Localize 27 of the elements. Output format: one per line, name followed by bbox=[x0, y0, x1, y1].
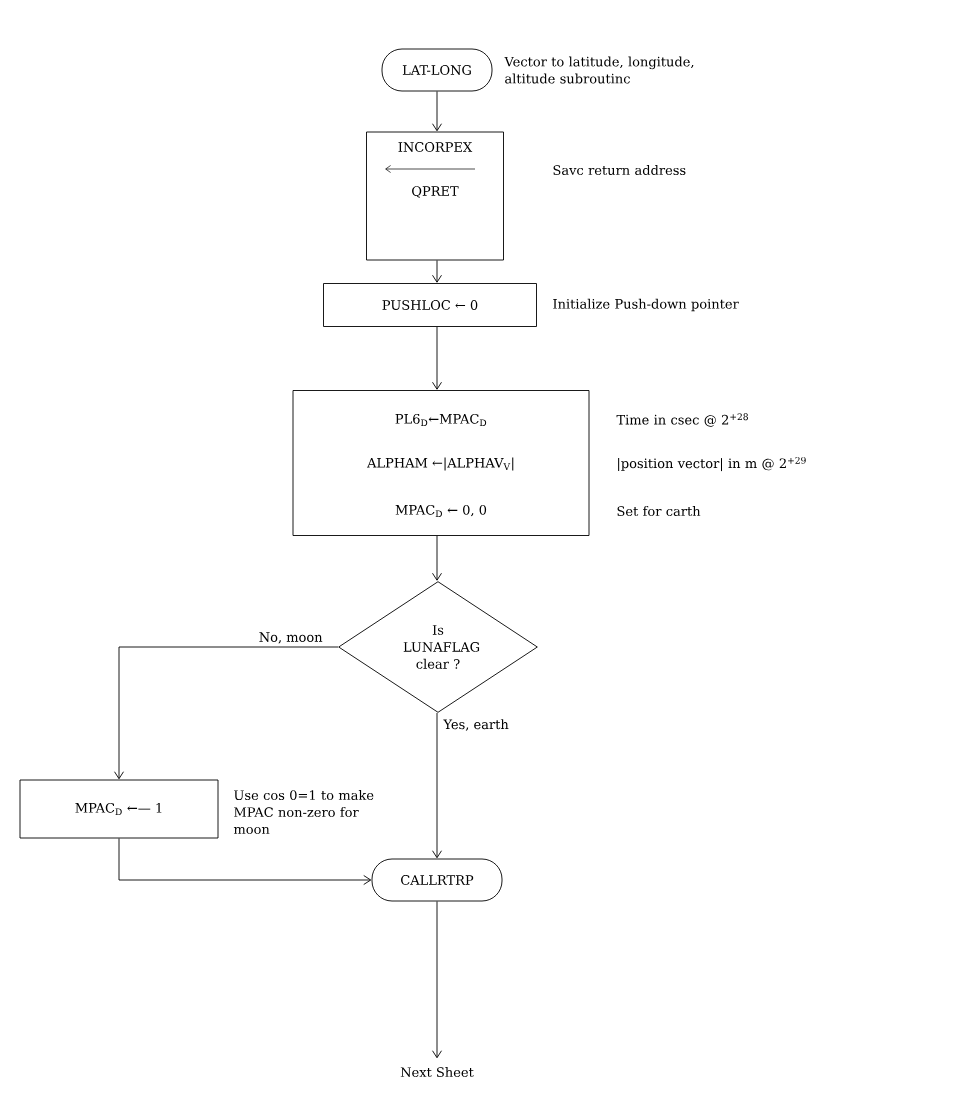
arrow bbox=[432, 712, 442, 859]
process-box: MPAC$_{D}$ ←— 1 bbox=[19, 779, 219, 839]
annotation-text: Savc return address bbox=[553, 164, 686, 176]
annotation-text: Initialize Push-down pointer bbox=[553, 298, 739, 312]
annotation-text: Time in csec @ 2$^{+28}$ bbox=[616, 413, 748, 427]
annotation-text: Set for carth bbox=[617, 505, 701, 517]
annotation-text: Use cos 0=1 to make MPAC non-zero for moon bbox=[233, 790, 374, 835]
process-box: PUSHLOC ← 0 bbox=[323, 283, 537, 327]
box-text: INCORPEX bbox=[398, 142, 473, 152]
arrow bbox=[432, 260, 442, 283]
box-text: PL6$_{D}$←MPAC$_{D}$ bbox=[395, 413, 487, 427]
box-text: ALPHAM ←|ALPHAV$_{V}$| bbox=[367, 457, 514, 471]
arrow bbox=[432, 326, 442, 390]
process-box bbox=[292, 390, 590, 536]
end-text: Next Sheet bbox=[400, 1067, 474, 1078]
arrow bbox=[432, 91, 442, 132]
box-text: MPAC$_{D}$ ← 0, 0 bbox=[395, 504, 487, 518]
annotation-text: Vector to latitude, longitude, altitude subroutinc bbox=[504, 56, 694, 84]
arrow bbox=[432, 901, 442, 1059]
arrow bbox=[114, 646, 339, 780]
box-text: QPRET bbox=[412, 186, 459, 198]
annotation-text: |position vector| in m @ 2$^{+29}$ bbox=[618, 456, 806, 472]
arrow bbox=[432, 535, 442, 581]
edge-label: No, moon bbox=[259, 632, 323, 644]
arrow bbox=[118, 838, 372, 885]
edge-label: Yes, earth bbox=[443, 719, 509, 731]
process-box bbox=[366, 131, 504, 261]
